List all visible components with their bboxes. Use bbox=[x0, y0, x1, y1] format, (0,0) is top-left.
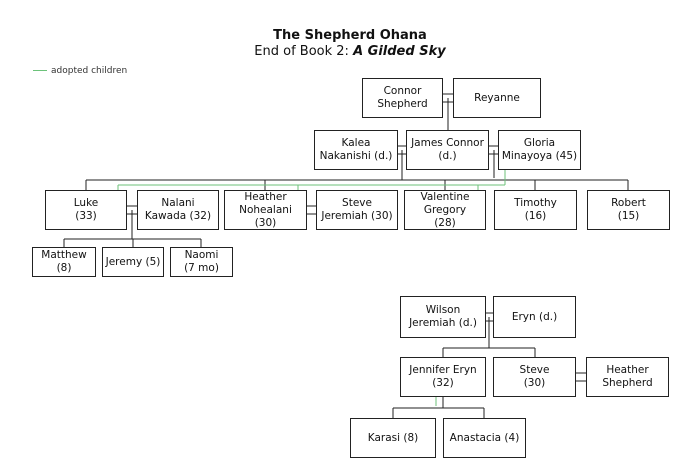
person-james-connor: James Connor (d.) bbox=[406, 130, 489, 170]
person-naomi: Naomi (7 mo) bbox=[170, 247, 233, 277]
person-karasi: Karasi (8) bbox=[350, 418, 436, 458]
person-valentine-gregory: Valentine Gregory (28) bbox=[404, 190, 486, 230]
person-timothy: Timothy (16) bbox=[494, 190, 577, 230]
person-wilson-jeremiah: Wilson Jeremiah (d.) bbox=[400, 296, 486, 338]
diagram-subtitle: End of Book 2: A Gilded Sky bbox=[0, 44, 700, 59]
legend-green-line-swatch bbox=[33, 70, 47, 71]
person-steve-jeremiah: Steve Jeremiah (30) bbox=[316, 190, 398, 230]
person-heather-shepherd: Heather Shepherd bbox=[586, 357, 669, 397]
person-gloria-minayoya: Gloria Minayoya (45) bbox=[498, 130, 581, 170]
legend: adopted children bbox=[33, 66, 127, 76]
person-kalea-nakanishi: Kalea Nakanishi (d.) bbox=[314, 130, 398, 170]
person-eryn: Eryn (d.) bbox=[493, 296, 576, 338]
person-matthew: Matthew (8) bbox=[32, 247, 96, 277]
person-steve: Steve (30) bbox=[493, 357, 576, 397]
person-heather-nohealani: Heather Nohealani (30) bbox=[224, 190, 307, 230]
person-jennifer-eryn: Jennifer Eryn (32) bbox=[400, 357, 486, 397]
person-jeremy: Jeremy (5) bbox=[102, 247, 164, 277]
person-anastacia: Anastacia (4) bbox=[443, 418, 526, 458]
legend-label: adopted children bbox=[51, 66, 128, 76]
diagram-title: The Shepherd Ohana bbox=[273, 28, 427, 43]
person-nalani-kawada: Nalani Kawada (32) bbox=[137, 190, 219, 230]
person-reyanne: Reyanne bbox=[453, 78, 541, 118]
person-connor-shepherd: Connor Shepherd bbox=[362, 78, 443, 118]
subtitle-prefix: End of Book 2: bbox=[254, 44, 354, 59]
person-robert: Robert (15) bbox=[587, 190, 670, 230]
subtitle-book-title: A Gilded Sky bbox=[353, 44, 446, 59]
person-luke: Luke (33) bbox=[45, 190, 127, 230]
